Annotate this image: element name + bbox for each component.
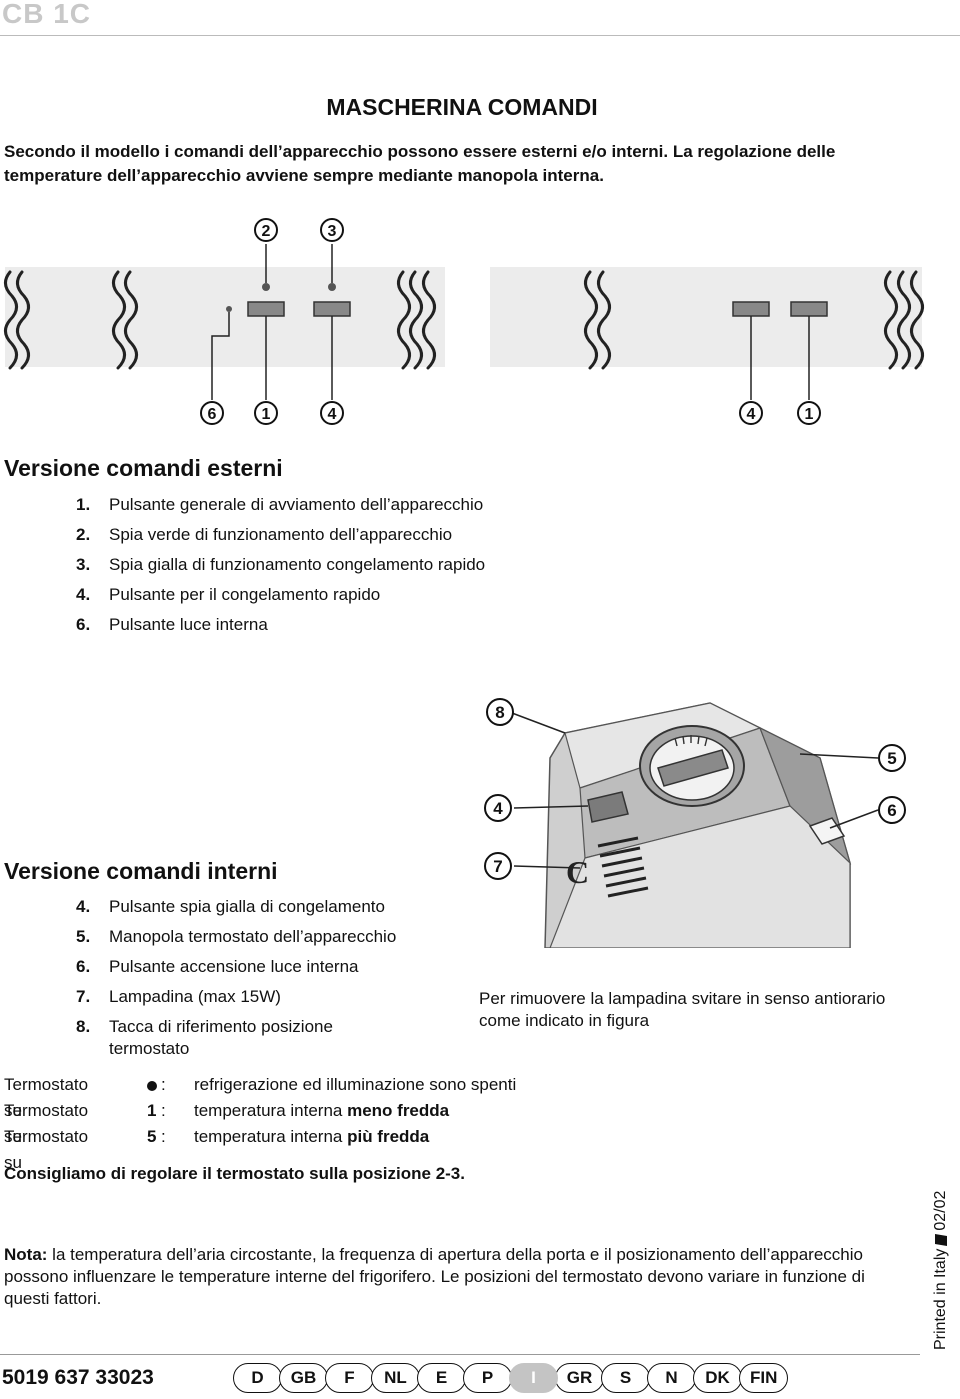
- language-tab-e[interactable]: E: [417, 1363, 466, 1393]
- list-item: 6.Pulsante accensione luce interna: [76, 957, 359, 976]
- internal-heading: Versione comandi interni: [4, 858, 278, 884]
- note-label: Nota:: [4, 1245, 48, 1264]
- list-item: 7.Lampadina (max 15W): [76, 987, 281, 1006]
- language-tabs: D GB F NL E P I GR S N DK FIN: [233, 1363, 789, 1393]
- language-tab-gr[interactable]: GR: [555, 1363, 604, 1393]
- note-paragraph: Nota: la temperatura dell’aria circostan…: [4, 1245, 865, 1308]
- list-item: 1.Pulsante generale di avviamento dell’a…: [76, 495, 484, 514]
- list-item: 5.Manopola termostato dell’apparecchio: [76, 927, 397, 946]
- strip-callout-4-right: 4: [747, 406, 756, 423]
- panel-callout-7: 7: [493, 857, 502, 876]
- flag-icon: [934, 1233, 947, 1246]
- strip-callout-6: 6: [208, 406, 217, 423]
- document-code: 5019 637 33023: [2, 1366, 154, 1389]
- list-item: 8.Tacca di riferimento posizione termost…: [76, 1017, 333, 1058]
- panel-callout-5: 5: [887, 749, 896, 768]
- internal-list: 4.Pulsante spia gialla di congelamento 5…: [76, 896, 396, 1068]
- language-tab-i[interactable]: I: [509, 1363, 558, 1393]
- svg-text:C: C: [566, 854, 589, 890]
- control-strip-figure: 2 3 6 1 4 4 1: [4, 218, 924, 425]
- panel-callout-8: 8: [495, 703, 504, 722]
- header-divider: [0, 35, 960, 36]
- language-tab-gb[interactable]: GB: [279, 1363, 328, 1393]
- list-item: 4.Pulsante spia gialla di congelamento: [76, 897, 385, 916]
- list-item: 4.Pulsante per il congelamento rapido: [76, 585, 381, 604]
- page-title: MASCHERINA COMANDI: [326, 94, 598, 120]
- strip-callout-2: 2: [262, 223, 271, 240]
- panel-callout-4: 4: [493, 799, 503, 818]
- page-header: CB 1C: [0, 0, 960, 36]
- dot-icon: [147, 1080, 157, 1091]
- list-item: 3.Spia gialla di funzionamento congelame…: [76, 555, 486, 574]
- internal-panel-figure: C 8 5 4 6 7: [484, 698, 906, 948]
- list-item: 6.Pulsante luce interna: [76, 615, 268, 634]
- printed-in-italy: Printed in Italy02/02: [932, 1190, 949, 1350]
- strip-callout-1: 1: [262, 406, 271, 423]
- intro-paragraph: Secondo il modello i comandi dell’appare…: [4, 142, 836, 185]
- language-tab-fin[interactable]: FIN: [739, 1363, 789, 1393]
- external-heading: Versione comandi esterni: [4, 455, 283, 481]
- advice-text: Consigliamo di regolare il termostato su…: [4, 1164, 465, 1183]
- panel-callout-6: 6: [887, 801, 896, 820]
- strip-callout-3: 3: [328, 223, 337, 240]
- external-list: 1.Pulsante generale di avviamento dell’a…: [76, 494, 485, 644]
- language-tab-s[interactable]: S: [601, 1363, 650, 1393]
- strip-callout-4: 4: [328, 406, 337, 423]
- language-tab-dk[interactable]: DK: [693, 1363, 742, 1393]
- lamp-caption: Per rimuovere la lampadina svitare in se…: [479, 989, 886, 1030]
- list-item: 2.Spia verde di funzionamento dell’appar…: [76, 525, 453, 544]
- strip-callout-1-right: 1: [805, 406, 814, 423]
- language-tab-p[interactable]: P: [463, 1363, 512, 1393]
- footer-divider: [0, 1354, 920, 1355]
- language-tab-f[interactable]: F: [325, 1363, 374, 1393]
- language-tab-d[interactable]: D: [233, 1363, 282, 1393]
- language-tab-n[interactable]: N: [647, 1363, 696, 1393]
- model-code: CB 1C: [2, 0, 92, 29]
- language-tab-nl[interactable]: NL: [371, 1363, 420, 1393]
